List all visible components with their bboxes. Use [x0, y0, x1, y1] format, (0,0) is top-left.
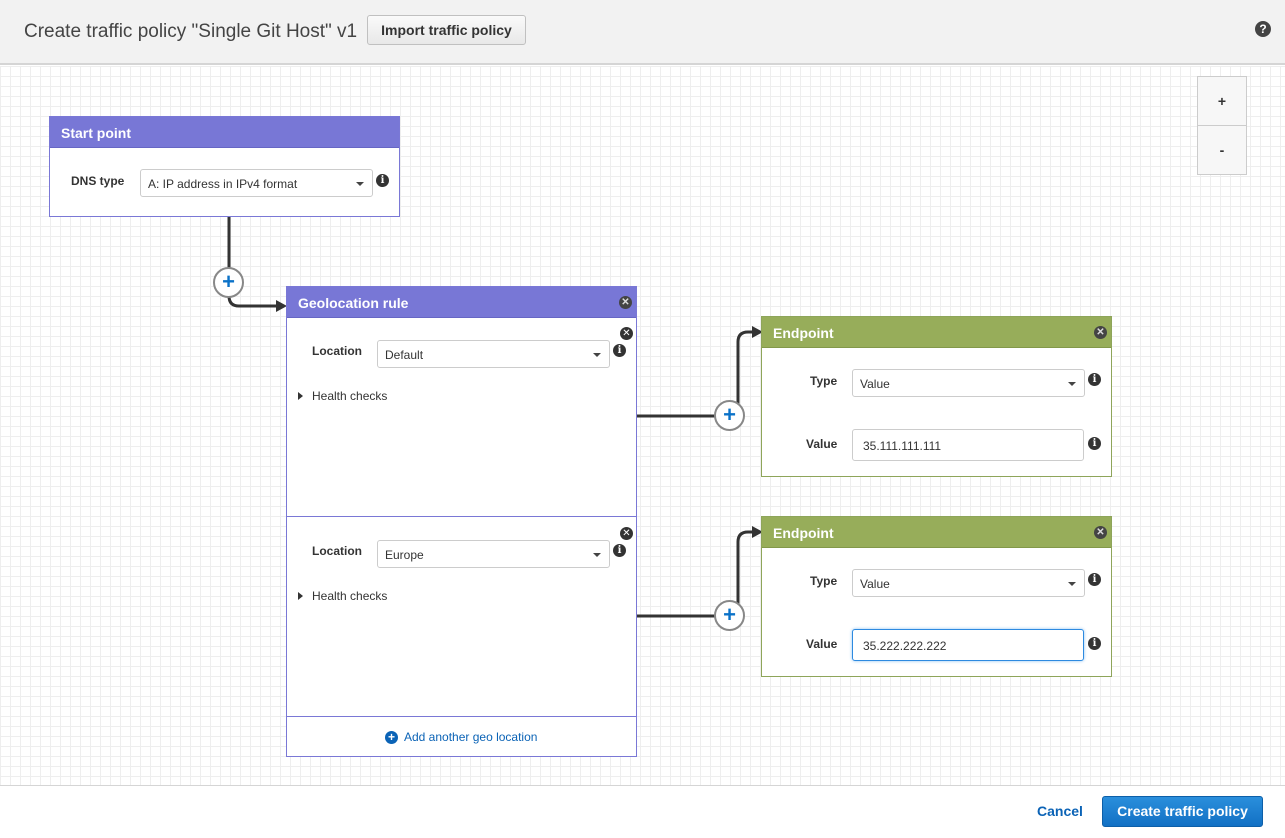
value-label: Value	[806, 637, 838, 651]
remove-rule-close-icon[interactable]: ✕	[620, 327, 633, 340]
zoom-out-button[interactable]: -	[1197, 125, 1247, 175]
location-select[interactable]: Default	[377, 340, 610, 368]
add-rule-plus-icon[interactable]: +	[213, 267, 244, 298]
add-endpoint-plus-icon[interactable]: +	[714, 400, 745, 431]
location-select[interactable]: Europe	[377, 540, 610, 568]
value-input[interactable]: 35.222.222.222	[852, 629, 1084, 661]
geolocation-rule-node: Geolocation rule✕ ✕ Location Default i H…	[286, 286, 637, 757]
dns-type-select[interactable]: A: IP address in IPv4 format	[140, 169, 373, 197]
endpoint-node: Endpoint✕ Type Value i Value 35.222.222.…	[761, 516, 1112, 677]
info-icon[interactable]: i	[1088, 573, 1101, 586]
info-icon[interactable]: i	[1088, 373, 1101, 386]
start-point-title: Start point	[50, 117, 399, 148]
start-point-node: Start point DNS type A: IP address in IP…	[49, 116, 400, 217]
chevron-down-icon	[593, 353, 601, 357]
info-icon[interactable]: i	[613, 344, 626, 357]
arrow-head	[752, 526, 763, 538]
chevron-down-icon	[1068, 582, 1076, 586]
close-icon[interactable]: ✕	[619, 296, 632, 309]
value-label: Value	[806, 437, 838, 451]
page-header	[0, 0, 1285, 65]
remove-rule-close-icon[interactable]: ✕	[620, 527, 633, 540]
chevron-down-icon	[1068, 382, 1076, 386]
arrow-head	[276, 300, 287, 312]
page-title: Create traffic policy "Single Git Host" …	[24, 21, 358, 42]
divider	[287, 716, 636, 717]
zoom-in-button[interactable]: +	[1197, 76, 1247, 126]
cancel-button[interactable]: Cancel	[1037, 803, 1083, 819]
type-select[interactable]: Value	[852, 569, 1085, 597]
close-icon[interactable]: ✕	[1094, 526, 1107, 539]
geolocation-rule-title: Geolocation rule✕	[287, 287, 636, 318]
caret-right-icon	[298, 592, 303, 600]
health-checks-toggle[interactable]: Health checks	[298, 389, 387, 403]
help-icon[interactable]: ?	[1255, 21, 1271, 37]
value-input[interactable]: 35.111.111.111	[852, 429, 1084, 461]
close-icon[interactable]: ✕	[1094, 326, 1107, 339]
add-geo-location-link[interactable]: +Add another geo location	[385, 730, 537, 744]
type-label: Type	[810, 374, 838, 388]
info-icon[interactable]: i	[376, 174, 389, 187]
connector-rule1-endpoint1-up	[736, 330, 754, 408]
location-label: Location	[312, 544, 362, 558]
endpoint-title: Endpoint✕	[762, 517, 1111, 548]
info-icon[interactable]: i	[1088, 437, 1101, 450]
info-icon[interactable]: i	[1088, 637, 1101, 650]
arrow-head	[752, 326, 763, 338]
chevron-down-icon	[356, 182, 364, 186]
location-label: Location	[312, 344, 362, 358]
create-traffic-policy-button[interactable]: Create traffic policy	[1102, 796, 1263, 827]
connectors	[227, 216, 763, 618]
endpoint-node: Endpoint✕ Type Value i Value 35.111.111.…	[761, 316, 1112, 477]
endpoint-title: Endpoint✕	[762, 317, 1111, 348]
caret-right-icon	[298, 392, 303, 400]
connector-rule2-endpoint2-up	[736, 530, 754, 608]
type-label: Type	[810, 574, 838, 588]
import-traffic-policy-button[interactable]: Import traffic policy	[367, 15, 526, 45]
divider	[287, 516, 636, 517]
plus-circle-icon: +	[385, 731, 398, 744]
health-checks-toggle[interactable]: Health checks	[298, 589, 387, 603]
info-icon[interactable]: i	[613, 544, 626, 557]
add-endpoint-plus-icon[interactable]: +	[714, 600, 745, 631]
footer	[0, 785, 1285, 838]
type-select[interactable]: Value	[852, 369, 1085, 397]
dns-type-label: DNS type	[71, 174, 125, 188]
chevron-down-icon	[593, 553, 601, 557]
dns-type-value: A: IP address in IPv4 format	[148, 177, 298, 191]
